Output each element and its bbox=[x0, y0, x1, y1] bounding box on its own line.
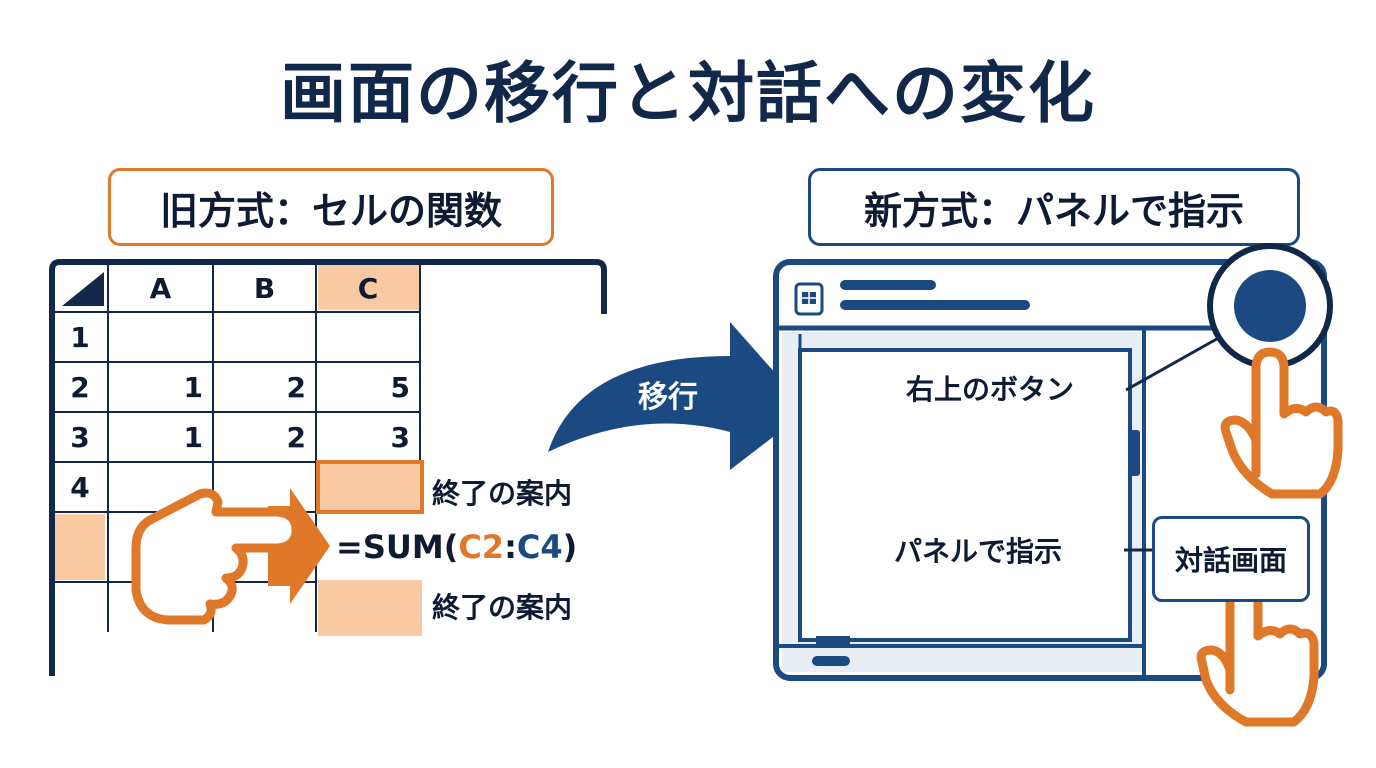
row-number: 3 bbox=[70, 420, 90, 454]
new-method-label: 新方式：パネルで指示 bbox=[808, 168, 1300, 246]
old-method-label: 旧方式：セルの関数 bbox=[108, 168, 554, 246]
transition-label: 移行 bbox=[638, 380, 698, 415]
formula-ref-end: C4 bbox=[516, 528, 563, 566]
guide-note-bottom: 終了の案内 bbox=[432, 591, 573, 624]
sum-formula: =SUM(C2:C4) bbox=[336, 528, 577, 566]
formula-suffix: ) bbox=[562, 528, 578, 566]
cell-a3: 1 bbox=[183, 420, 203, 454]
guide-box-top bbox=[316, 460, 424, 514]
cell-b2: 2 bbox=[286, 370, 306, 404]
column-header-a: A bbox=[149, 271, 172, 305]
formula-ref-start: C2 bbox=[458, 528, 505, 566]
page-title: 画面の移行と対話への変化 bbox=[280, 55, 1096, 132]
round-button-icon bbox=[1207, 243, 1333, 369]
cell-a2: 1 bbox=[183, 370, 203, 404]
formula-prefix: =SUM( bbox=[336, 528, 459, 566]
callout-top-right-button: 右上のボタン bbox=[906, 373, 1075, 406]
sheets-file-icon bbox=[794, 282, 824, 316]
cell-b3: 2 bbox=[286, 420, 306, 454]
transition-arrow bbox=[548, 322, 808, 470]
hand-pointing-up-icon bbox=[1220, 347, 1343, 499]
row-number: 4 bbox=[70, 470, 90, 504]
row-number: 2 bbox=[70, 370, 90, 404]
guide-box-bottom bbox=[318, 580, 422, 636]
hand-pointing-right-icon bbox=[131, 488, 330, 625]
spreadsheet-grid bbox=[49, 259, 607, 676]
column-header-b: B bbox=[253, 271, 276, 305]
column-header-c: C bbox=[357, 271, 379, 305]
formula-separator: : bbox=[504, 528, 517, 566]
callout-panel-instruction: パネルで指示 bbox=[894, 535, 1063, 568]
cell-c2: 5 bbox=[390, 370, 410, 404]
guide-note-top: 終了の案内 bbox=[432, 477, 573, 510]
row-number: 1 bbox=[70, 320, 90, 354]
dialog-screen-button[interactable]: 対話画面 bbox=[1152, 516, 1310, 602]
cell-c3: 3 bbox=[390, 420, 410, 454]
